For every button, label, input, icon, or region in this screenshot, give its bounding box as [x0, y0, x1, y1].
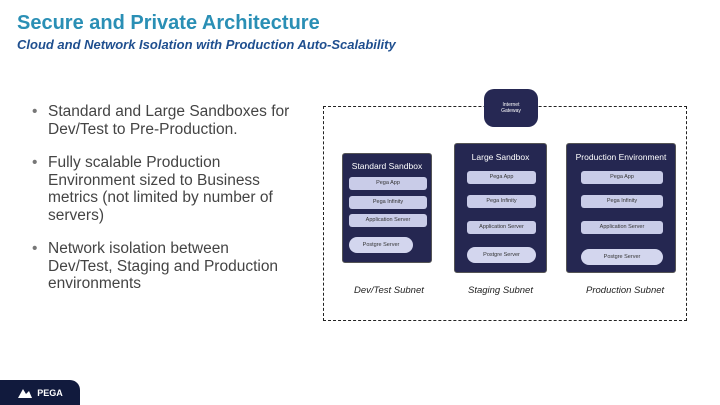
bullet-item: • Standard and Large Sandboxes for Dev/Te… [32, 103, 294, 138]
logo-text: PEGA [37, 387, 63, 398]
pega-app-component: Pega App [581, 171, 663, 184]
bullet-text: Fully scalable Production Environment si… [48, 154, 273, 224]
internet-gateway: Internet Gateway [484, 89, 538, 127]
subnet-label-staging: Staging Subnet [468, 285, 533, 296]
production-environment-box: Production Environment Pega App Pega Inf… [566, 143, 676, 273]
bullet-dot: • [32, 240, 38, 257]
bullet-text: Network isolation between Dev/Test, Stag… [48, 240, 279, 292]
bullet-dot: • [32, 103, 38, 120]
bullet-list: • Standard and Large Sandboxes for Dev/Te… [32, 103, 294, 309]
application-server-component: Application Server [467, 221, 536, 234]
database-component: Postgre Server [349, 237, 413, 253]
standard-sandbox-box: Standard Sandbox Pega App Pega Infinity … [342, 153, 432, 263]
env-title: Production Environment [575, 152, 667, 162]
pega-app-component: Pega App [349, 177, 427, 190]
env-title: Large Sandbox [471, 152, 530, 162]
bullet-item: • Network isolation between Dev/Test, Sta… [32, 240, 294, 293]
pega-logo: PEGA [0, 380, 80, 405]
application-server-component: Application Server [581, 221, 663, 234]
pega-app-component: Pega App [467, 171, 536, 184]
subnet-label-devtest: Dev/Test Subnet [354, 285, 424, 296]
slide-title: Secure and Private Architecture [17, 12, 320, 34]
subnet-label-production: Production Subnet [586, 285, 665, 296]
bullet-dot: • [32, 154, 38, 171]
database-component: Postgre Server [581, 249, 663, 265]
gateway-label-line1: Internet [502, 102, 520, 108]
slide-subtitle: Cloud and Network Isolation with Product… [17, 37, 396, 52]
gateway-label-line2: Gateway [501, 108, 521, 114]
application-server-component: Application Server [349, 214, 427, 227]
pega-logo-icon [18, 388, 33, 398]
bullet-text: Standard and Large Sandboxes for Dev/Tes… [48, 103, 290, 138]
database-component: Postgre Server [467, 247, 536, 263]
pega-infinity-component: Pega Infinity [349, 196, 427, 209]
large-sandbox-box: Large Sandbox Pega App Pega Infinity App… [454, 143, 547, 273]
env-title: Standard Sandbox [351, 161, 423, 171]
pega-infinity-component: Pega Infinity [467, 195, 536, 208]
bullet-item: • Fully scalable Production Environment s… [32, 154, 294, 224]
pega-infinity-component: Pega Infinity [581, 195, 663, 208]
